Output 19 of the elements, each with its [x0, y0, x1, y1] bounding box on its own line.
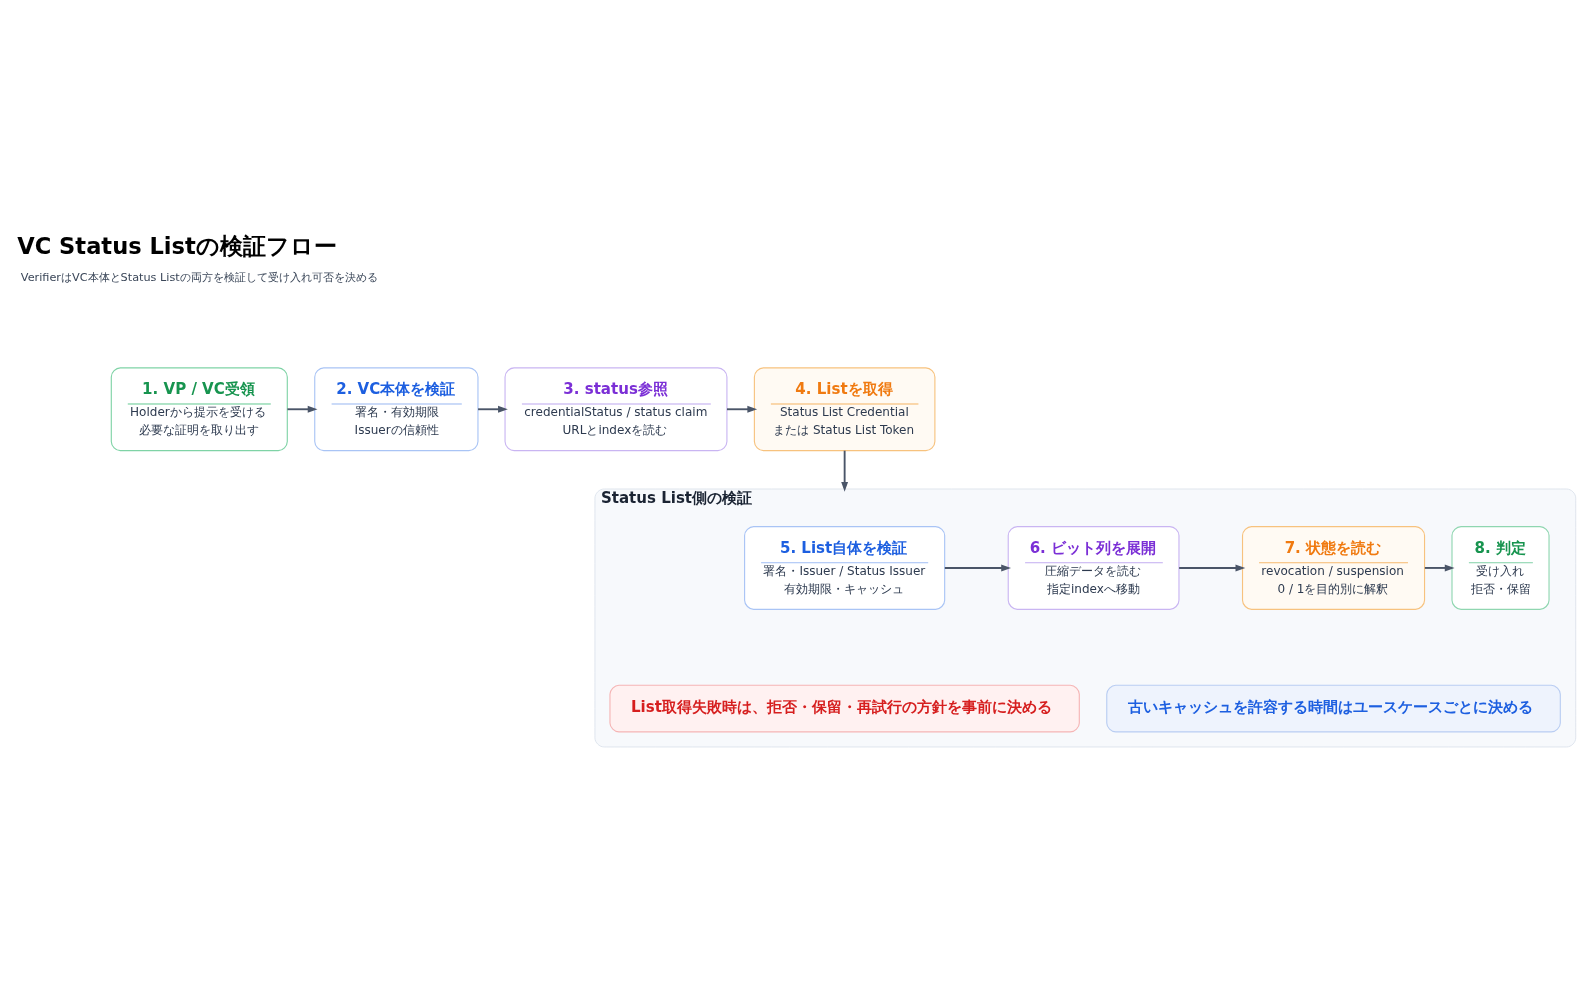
node-box: 4. Listを取得 Status List Credential または Status List Token — [753, 367, 936, 452]
label: VerifierはVC本体とStatus Listの両方を検証して受け入れ可否を決める — [20, 271, 378, 285]
arrow — [477, 405, 508, 413]
node-box: 8. 判定 受け入れ 拒否・保留 — [1451, 526, 1550, 610]
node-box: 5. List自体を検証 署名・Issuer / Status Issuer 有効期限・キャッシュ — [744, 526, 946, 610]
node-box: 6. ビット列を展開 圧縮データを読む 指定indexへ移動 — [1007, 526, 1180, 610]
arrow — [1423, 564, 1455, 572]
arrow — [1178, 564, 1246, 572]
node-box: List取得失敗時は、拒否・保留・再試行の方針を事前に決める — [609, 684, 1080, 733]
diagram-title: VC Status Listの検証フロー — [17, 233, 337, 260]
node-box: 7. 状態を読む revocation / suspension 0 / 1を目的別に解釈 — [1241, 526, 1426, 610]
node-box: 3. status参照 credentialStatus / status claim URLとindexを読む — [504, 367, 728, 452]
node-box: 2. VC本体を検証 署名・有効期限 Issuerの信頼性 — [314, 367, 479, 452]
node-box: 1. VP / VC受領 Holderから提示を受ける 必要な証明を取り出す — [110, 367, 288, 452]
arrow — [841, 449, 849, 492]
arrow — [286, 405, 318, 413]
node-box: 古いキャッシュを許容する時間はユースケースごとに決める — [1106, 684, 1561, 733]
arrow — [943, 564, 1011, 572]
arrow — [726, 405, 758, 413]
